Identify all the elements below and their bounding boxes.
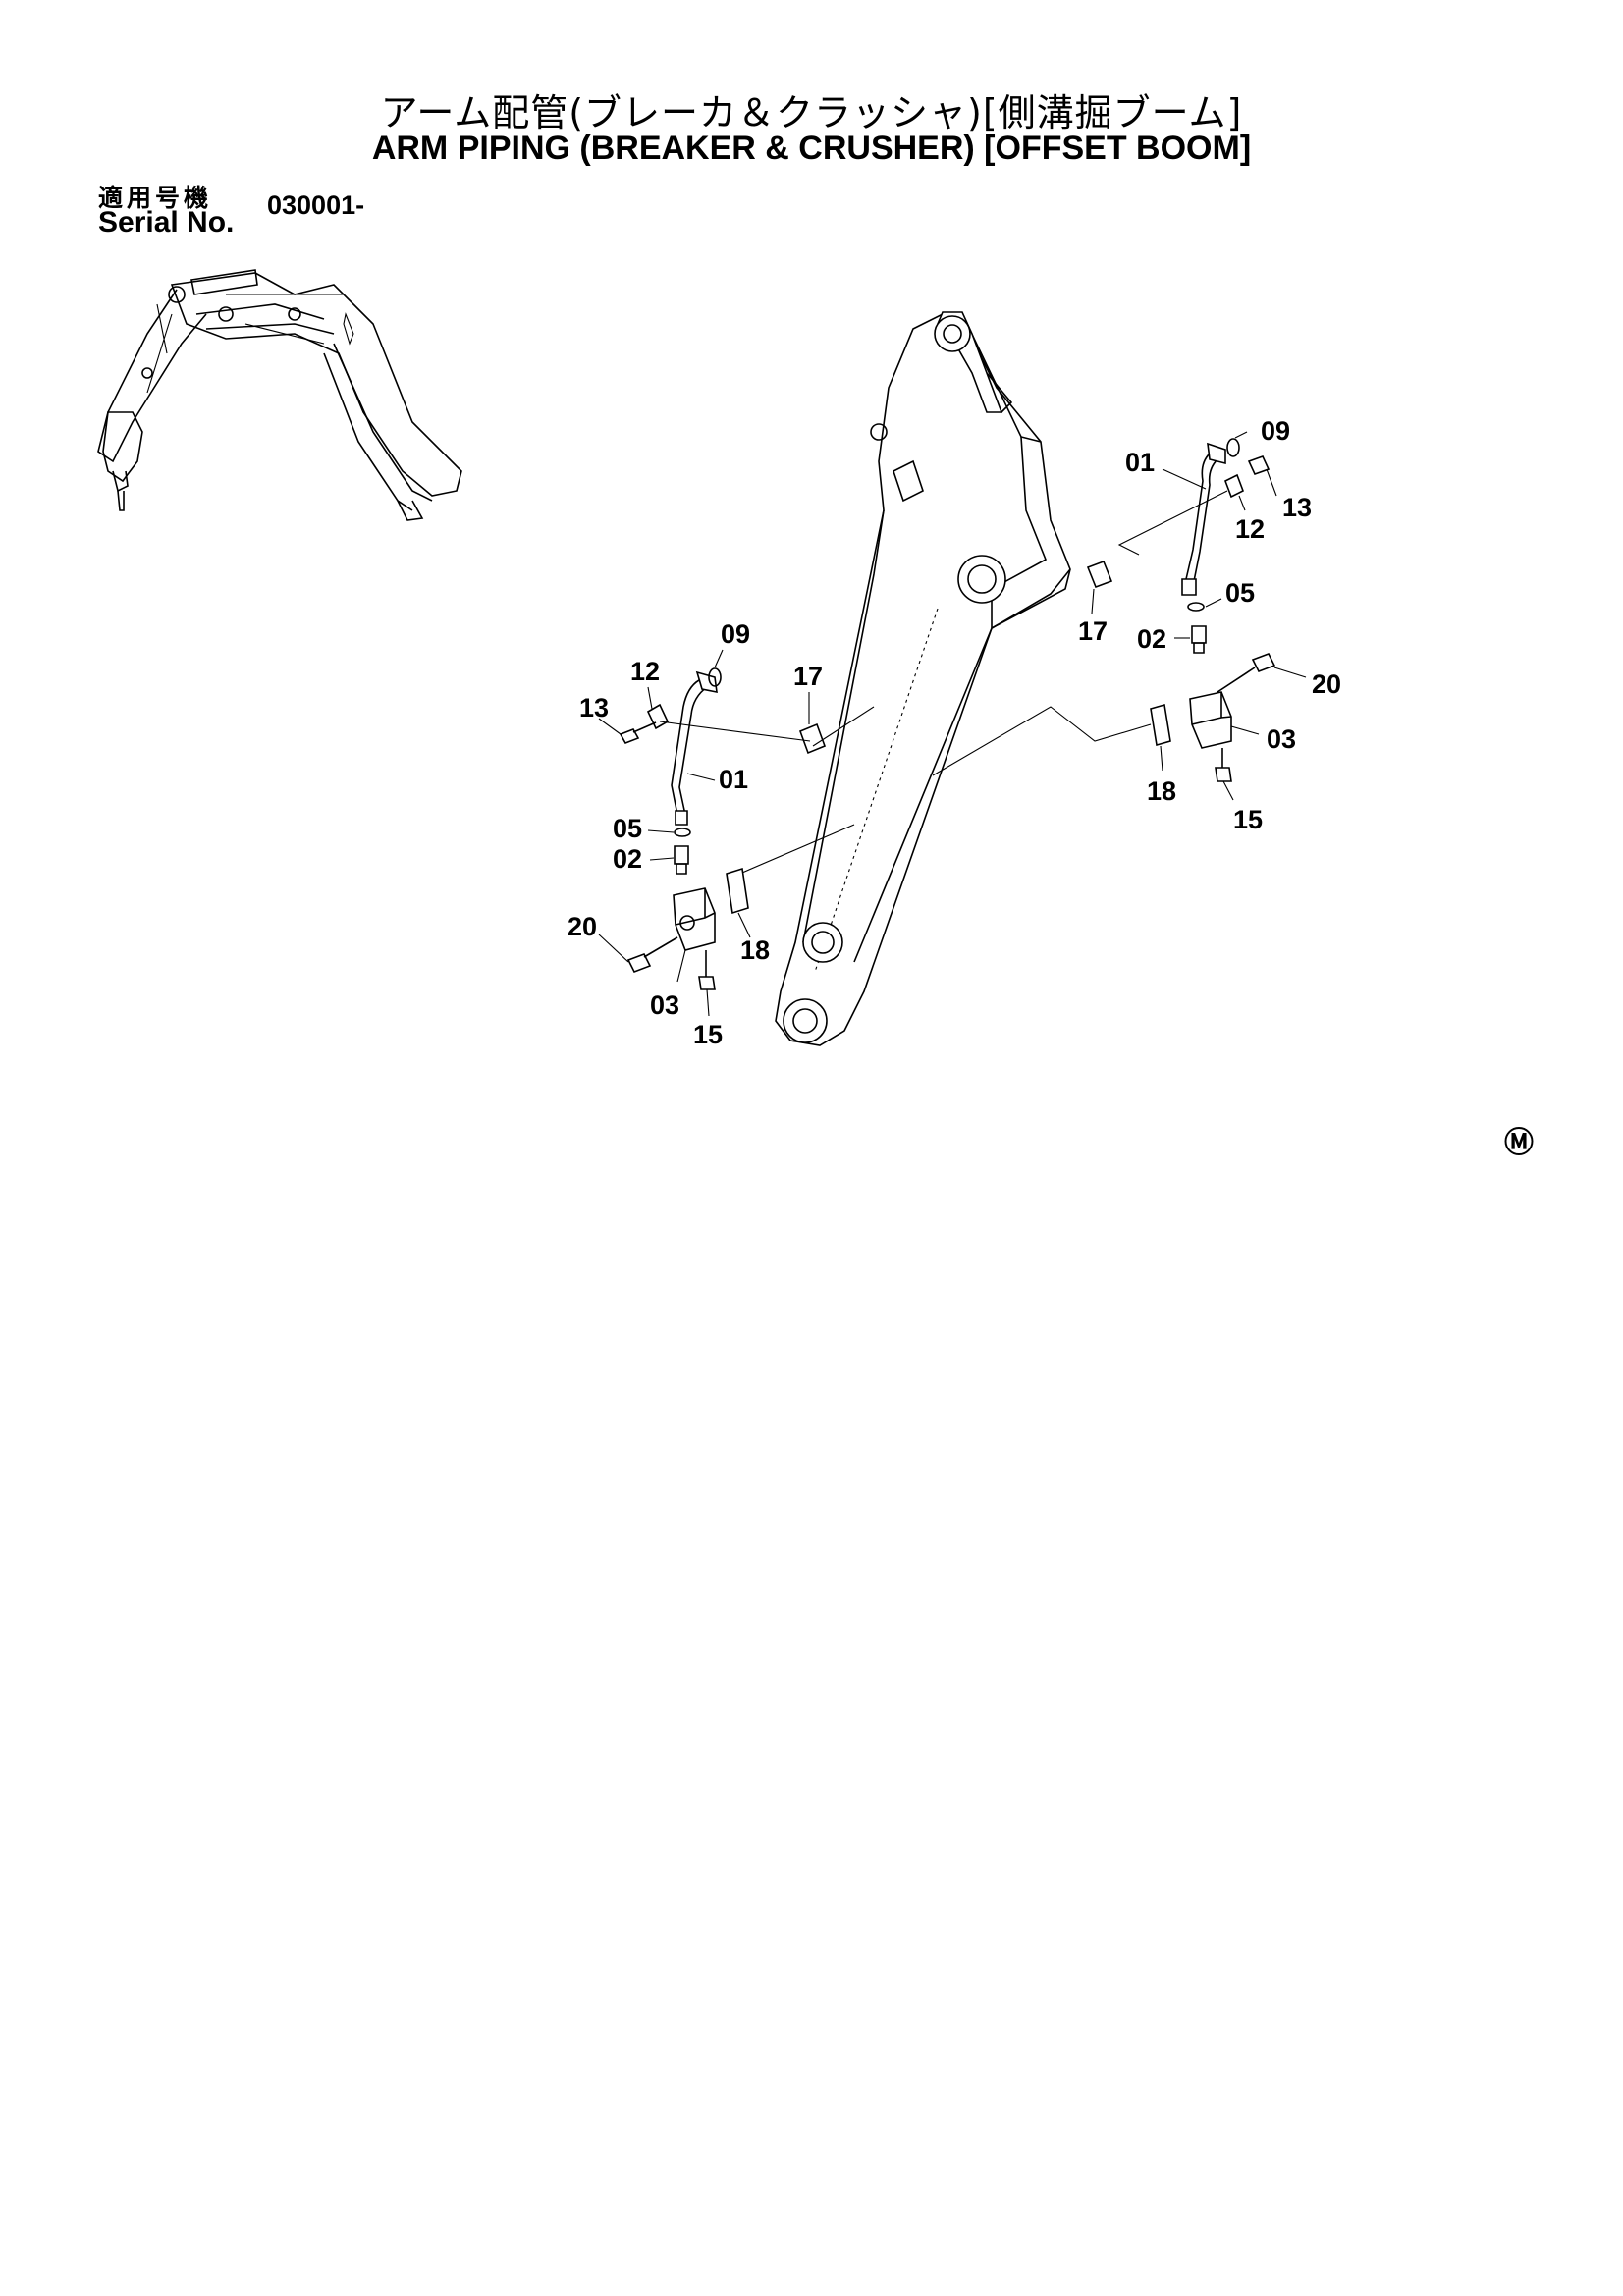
callout-right-03: 03 <box>1267 724 1296 754</box>
title-english: ARM PIPING (BREAKER & CRUSHER) [OFFSET B… <box>371 130 1252 167</box>
m-mark-glyph: Ⓜ <box>1504 1127 1534 1159</box>
callout-right-12: 12 <box>1235 514 1265 544</box>
callout-right-17: 17 <box>1078 616 1108 646</box>
callout-right-13: 13 <box>1282 493 1312 522</box>
callout-right-02: 02 <box>1137 624 1166 654</box>
callout-left-12: 12 <box>630 657 660 686</box>
callout-right-01: 01 <box>1125 448 1155 477</box>
callout-right-15: 15 <box>1233 805 1263 834</box>
left-piping-parts <box>619 667 875 990</box>
callout-left-20: 20 <box>568 912 597 941</box>
callouts-right: 01 09 13 12 05 17 02 20 03 18 15 <box>1078 416 1341 834</box>
serial-label: Serial No. <box>98 206 235 239</box>
callout-right-20: 20 <box>1312 669 1341 699</box>
callout-right-09: 09 <box>1261 416 1290 446</box>
callout-left-05: 05 <box>613 814 642 843</box>
excavator-overview-illustration <box>97 269 462 521</box>
callout-left-02: 02 <box>613 844 642 874</box>
title-japanese: アーム配管(ブレーカ＆クラッシャ)[側溝掘ブーム] <box>380 91 1243 134</box>
callout-left-13: 13 <box>579 693 609 722</box>
serial-label-japanese: 適用号機 <box>98 184 213 212</box>
callouts-left: 09 12 13 17 01 05 02 20 18 03 15 <box>568 619 823 1049</box>
callout-left-01: 01 <box>719 765 748 794</box>
callout-left-15: 15 <box>693 1020 723 1049</box>
callout-left-18: 18 <box>740 935 770 965</box>
callout-leaders <box>598 431 1307 1017</box>
callout-left-03: 03 <box>650 990 679 1020</box>
right-piping-parts <box>932 438 1276 782</box>
callout-right-05: 05 <box>1225 578 1255 608</box>
m-mark: Ⓜ <box>1504 1127 1534 1159</box>
callout-right-18: 18 <box>1147 776 1176 806</box>
callout-left-17: 17 <box>793 662 823 691</box>
callout-left-09: 09 <box>721 619 750 649</box>
arm-assembly-drawing <box>775 311 1071 1046</box>
serial-number: 030001- <box>267 190 365 220</box>
